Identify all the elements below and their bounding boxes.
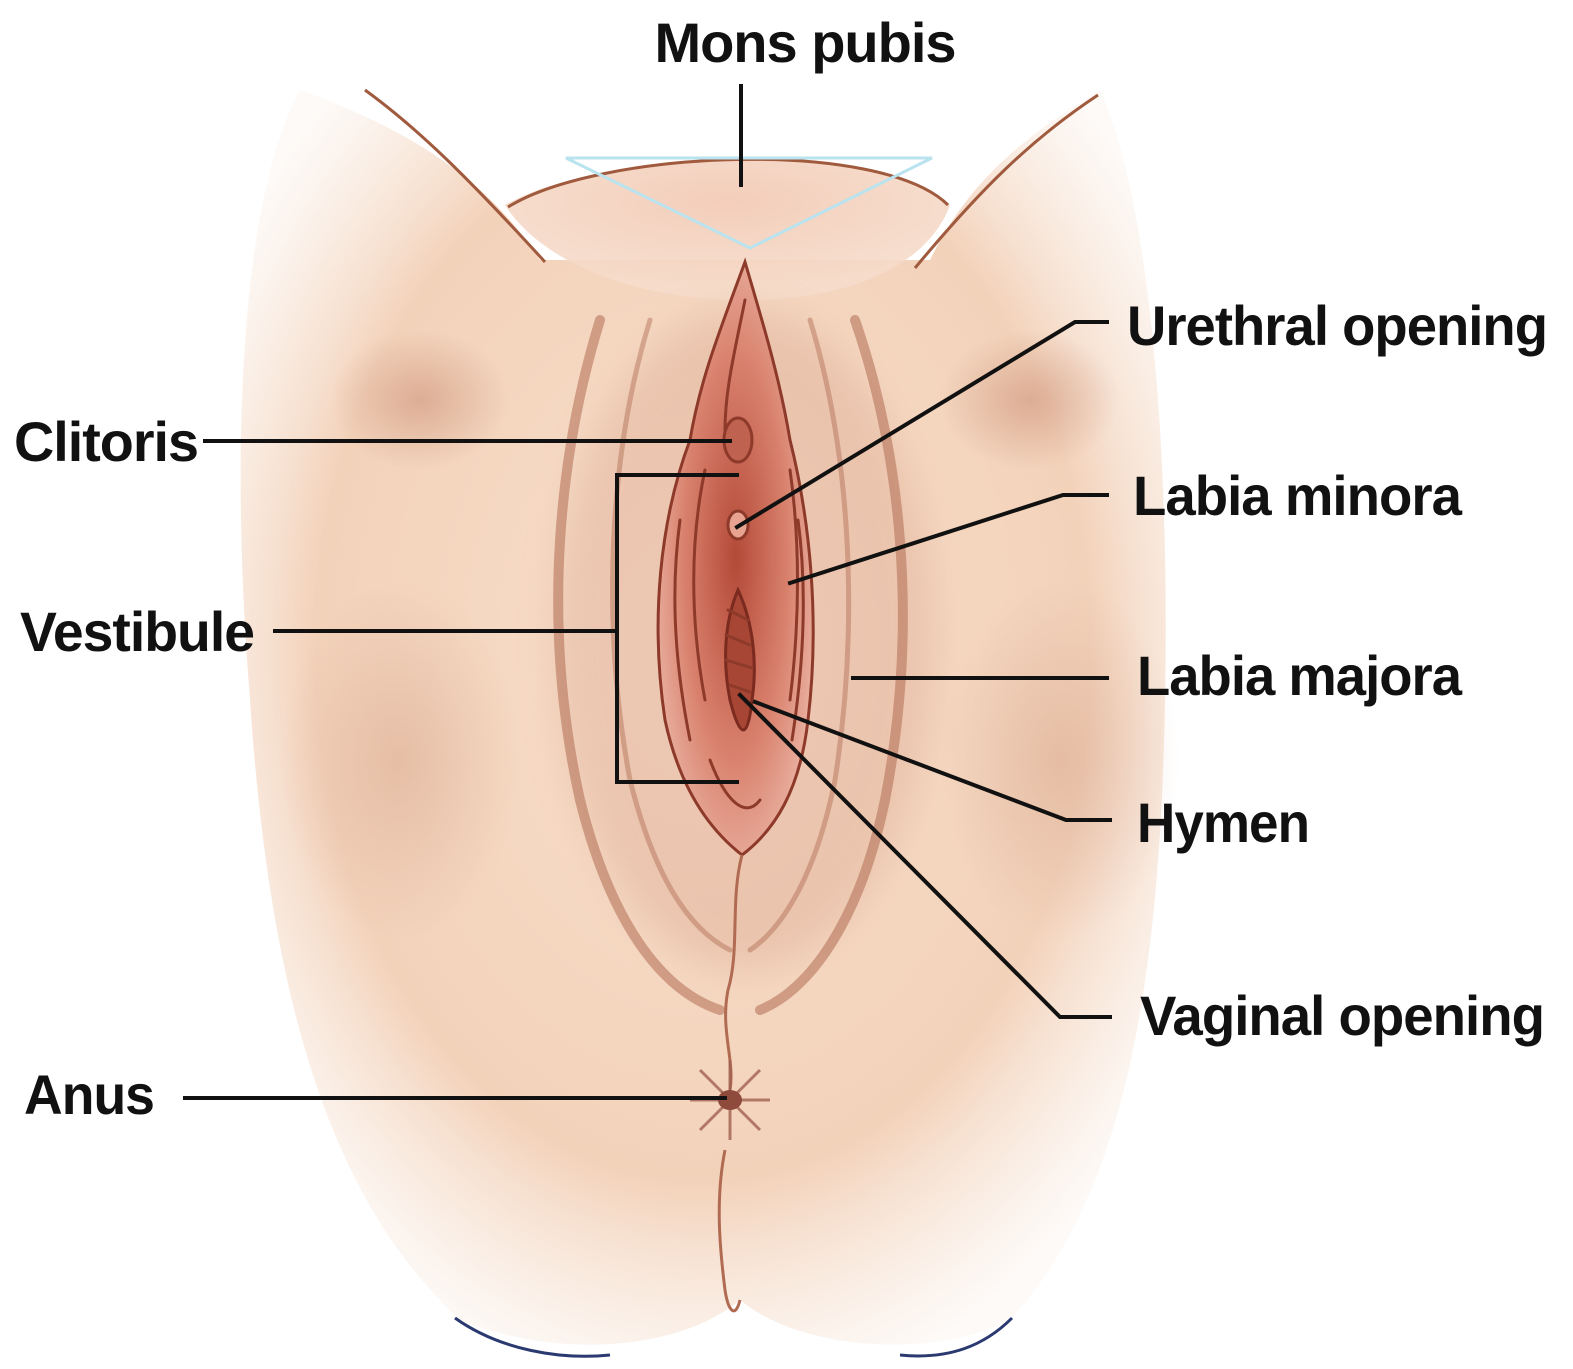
leader-lines [183, 84, 1112, 1100]
label-vestibule: Vestibule [20, 600, 254, 663]
leader-urethral-opening [734, 320, 1109, 530]
label-clitoris: Clitoris [14, 410, 198, 473]
label-mons-pubis: Mons pubis [654, 11, 955, 74]
label-labia-minora: Labia minora [1133, 464, 1463, 527]
label-anus: Anus [24, 1063, 154, 1126]
labels: Mons pubis Urethral opening Clitoris Lab… [14, 11, 1548, 1126]
label-labia-majora: Labia majora [1137, 644, 1463, 707]
label-hymen: Hymen [1137, 791, 1309, 854]
leader-vaginal-opening [737, 692, 1112, 1019]
label-urethral-opening: Urethral opening [1127, 294, 1547, 357]
anus-shape [690, 1060, 770, 1140]
mons-pubis-marker [565, 156, 933, 250]
leader-labia-minora [787, 493, 1109, 586]
leader-hymen [752, 699, 1112, 822]
vaginal-opening-shape [724, 586, 756, 732]
label-vaginal-opening: Vaginal opening [1140, 984, 1544, 1047]
leader-vestibule [273, 473, 739, 784]
perineum-shape [690, 854, 770, 1313]
